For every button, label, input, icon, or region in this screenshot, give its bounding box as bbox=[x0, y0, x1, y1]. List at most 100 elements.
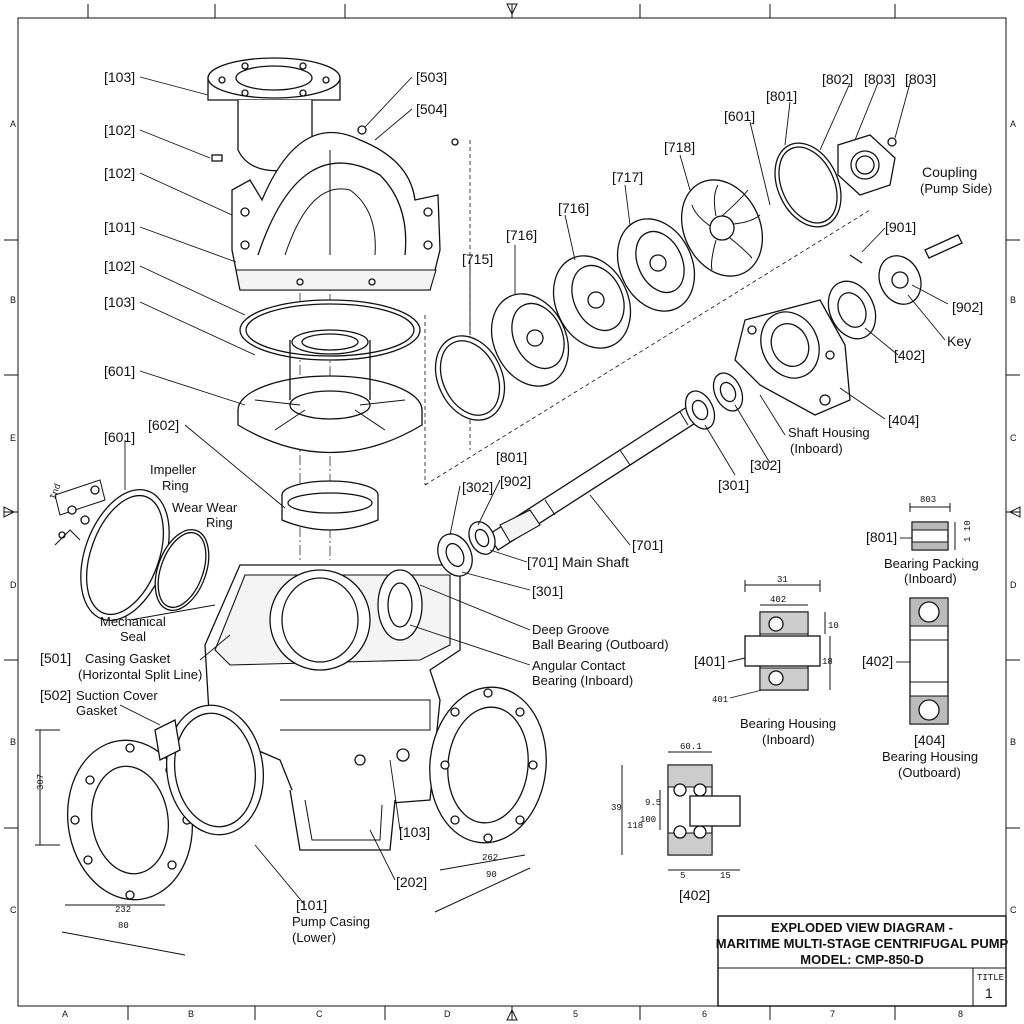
note-bearing-packing-2: (Inboard) bbox=[904, 571, 957, 586]
note-wear-ring-2: Ring bbox=[206, 515, 233, 530]
callout-717: [717] bbox=[612, 169, 643, 185]
callout-102-gasket: [102] bbox=[104, 258, 135, 274]
callout-801-shaft: [801] bbox=[496, 449, 527, 465]
suction-flange bbox=[66, 739, 194, 901]
callout-701: [701] bbox=[632, 537, 663, 553]
note-key: Key bbox=[947, 333, 971, 349]
dim-80: 80 bbox=[118, 921, 129, 931]
dim-100: 100 bbox=[640, 815, 656, 825]
bearing-302-inboard bbox=[437, 533, 473, 577]
callout-101-casing: [101] bbox=[296, 897, 327, 913]
callout-602: [602] bbox=[148, 417, 179, 433]
callout-801-top: [801] bbox=[766, 88, 797, 104]
zone-left-4: D bbox=[10, 580, 17, 590]
callout-902-key: [902] bbox=[952, 299, 983, 315]
callout-103-casing: [103] bbox=[399, 824, 430, 840]
title-line-1: EXPLODED VIEW DIAGRAM - bbox=[771, 920, 953, 935]
callout-501: [501] bbox=[40, 650, 71, 666]
zone-right-3: C bbox=[1010, 433, 1017, 443]
callout-718: [718] bbox=[664, 139, 695, 155]
note-mech-seal-1: Mechanical bbox=[100, 614, 166, 629]
dim-803: 803 bbox=[920, 495, 936, 505]
note-coupling-2: (Pump Side) bbox=[920, 181, 992, 196]
note-casing-gasket-1: Casing Gasket bbox=[85, 651, 171, 666]
callout-802: [802] bbox=[822, 71, 853, 87]
callout-601-stack: [601] bbox=[724, 108, 755, 124]
suction-gasket bbox=[154, 704, 265, 836]
detail-bearing-packing: 803 1 10 [801] Bearing Packing (Inboard) bbox=[866, 495, 979, 586]
callout-901: [901] bbox=[885, 219, 916, 235]
note-bearing-packing-1: Bearing Packing bbox=[884, 556, 979, 571]
dim-60-1: 60.1 bbox=[680, 742, 702, 752]
coupling-key-pins bbox=[849, 234, 963, 305]
dim-31: 31 bbox=[777, 575, 788, 585]
seal-small-parts bbox=[54, 479, 106, 546]
note-pump-casing-1: Pump Casing bbox=[292, 914, 370, 929]
diffuser-ring bbox=[237, 329, 423, 454]
callout-402-section: [402] bbox=[679, 887, 710, 903]
overall-dimensions: 307 232 80 262 90 bbox=[35, 729, 531, 956]
zone-right-5: B bbox=[1010, 737, 1016, 747]
impeller-stage-2 bbox=[552, 255, 632, 349]
hex-nut-803 bbox=[837, 134, 897, 196]
lower-pump-casing bbox=[204, 564, 461, 851]
zone-right-2: B bbox=[1010, 295, 1016, 305]
zone-left-2: B bbox=[10, 295, 16, 305]
note-pump-casing-2: (Lower) bbox=[292, 930, 336, 945]
sheet-number: 1 bbox=[985, 985, 993, 1001]
bearing-housing-404 bbox=[734, 299, 851, 416]
callout-301-inboard: [301] bbox=[532, 583, 563, 599]
note-bearing-housing-out-1: Bearing Housing bbox=[882, 749, 978, 764]
callout-601-seal: [601] bbox=[104, 429, 135, 445]
dim-307: 307 bbox=[36, 774, 46, 790]
drawing-border bbox=[3, 3, 1021, 1021]
detail-bearing-outboard: [402] [404] Bearing Housing (Outboard) bbox=[862, 597, 978, 780]
bearing-402 bbox=[827, 280, 877, 340]
callout-402-top: [402] bbox=[894, 347, 925, 363]
o-ring-801 bbox=[774, 142, 842, 228]
callout-803-a: [803] bbox=[864, 71, 895, 87]
note-deep-groove-2: Ball Bearing (Outboard) bbox=[532, 637, 669, 652]
callout-101-upper: [101] bbox=[104, 219, 135, 235]
callout-404-top: [404] bbox=[888, 412, 919, 428]
callout-715: [715] bbox=[462, 251, 493, 267]
dim-232: 232 bbox=[115, 905, 131, 915]
callout-103-diffuser: [103] bbox=[104, 294, 135, 310]
note-shaft-housing-2: (Inboard) bbox=[790, 441, 843, 456]
discharge-side-flange bbox=[429, 686, 547, 844]
dim-90: 90 bbox=[486, 870, 497, 880]
note-mech-seal-2: Seal bbox=[120, 629, 146, 644]
dim-39: 39 bbox=[611, 803, 622, 813]
note-suction-cover-1: Suction Cover bbox=[76, 688, 158, 703]
zone-labels: A B E D B C A B C D B C A B C D 5 6 7 8 bbox=[10, 119, 1017, 1019]
dim-118: 118 bbox=[627, 821, 643, 831]
title-line-3: MODEL: CMP-850-D bbox=[800, 952, 924, 967]
zone-bottom-7: 7 bbox=[830, 1009, 835, 1019]
zone-bottom-8: 8 bbox=[958, 1009, 963, 1019]
zone-bottom-2: B bbox=[188, 1009, 194, 1019]
callout-504: [504] bbox=[416, 101, 447, 117]
note-wear-ring-1: Wear Wear bbox=[172, 500, 238, 515]
zone-right-4: D bbox=[1010, 580, 1017, 590]
leader-lines bbox=[119, 76, 949, 906]
dim-15: 15 bbox=[720, 871, 731, 881]
zone-right-6: C bbox=[1010, 905, 1017, 915]
upper-casing-cover bbox=[231, 131, 441, 291]
callout-803-b: [803] bbox=[905, 71, 936, 87]
discharge-flange bbox=[207, 57, 341, 172]
note-bearing-housing-in-2: (Inboard) bbox=[762, 732, 815, 747]
dim-262: 262 bbox=[482, 853, 498, 863]
title-line-2: MARITIME MULTI-STAGE CENTRIFUGAL PUMP bbox=[716, 936, 1009, 951]
note-casing-gasket-2: (Horizontal Split Line) bbox=[78, 667, 202, 682]
dim-18: 18 bbox=[822, 657, 833, 667]
note-angular-contact-2: Bearing (Inboard) bbox=[532, 673, 633, 688]
wear-ring-diagonal bbox=[434, 335, 506, 421]
callout-302-outboard: [302] bbox=[750, 457, 781, 473]
callout-716-a: [716] bbox=[506, 227, 537, 243]
zone-left-1: A bbox=[10, 119, 16, 129]
note-bearing-housing-out-2: (Outboard) bbox=[898, 765, 961, 780]
dim-5: 5 bbox=[680, 871, 685, 881]
bearing-301 bbox=[684, 390, 716, 430]
bearing-902 bbox=[468, 521, 496, 555]
title-block: EXPLODED VIEW DIAGRAM - MARITIME MULTI-S… bbox=[716, 915, 1009, 1007]
